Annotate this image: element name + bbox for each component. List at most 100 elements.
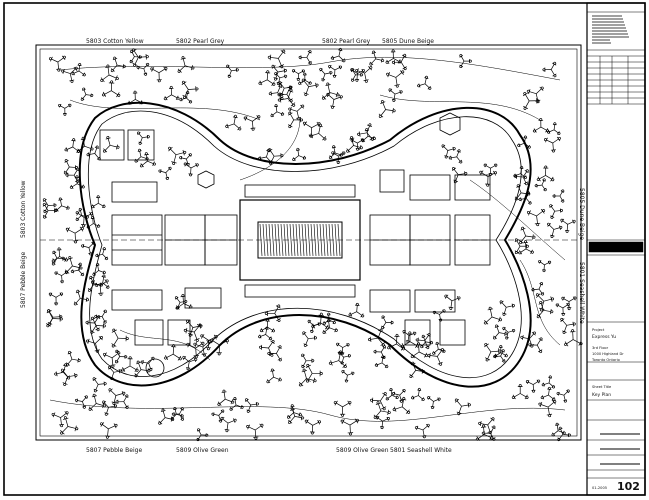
workstation-pod (375, 416, 390, 430)
workstation-pod (127, 90, 144, 105)
workstation-pod (370, 392, 388, 411)
workstation-pod (410, 342, 428, 359)
elevator-hatch (259, 223, 341, 257)
workstation-pod (288, 111, 303, 129)
workstation-pod (292, 69, 305, 81)
workstation-pod (74, 395, 88, 409)
tb-date: 01-2005 (592, 486, 608, 490)
workstation-pod (392, 389, 406, 403)
workstation-pod (386, 70, 405, 88)
workstation-pod (541, 375, 555, 389)
workstation-pod (73, 289, 89, 306)
room (111, 214, 163, 266)
workstation-pod (514, 169, 529, 186)
workstation-pod (538, 399, 557, 418)
workstation-pod (129, 49, 142, 64)
tb-sheet-title: Key Plan (592, 393, 612, 398)
workstation-pod (259, 318, 275, 333)
workstation-pod (168, 146, 187, 165)
workstation-pod (170, 407, 184, 420)
room (127, 129, 155, 161)
workstation-pod (91, 195, 106, 209)
workstation-pod (47, 309, 63, 326)
workstation-pod (441, 144, 456, 159)
workstation-pod (538, 260, 552, 273)
workstation-pod (417, 75, 432, 90)
workstation-pod (420, 334, 433, 349)
workstation-pod (81, 241, 95, 256)
drawing-frame (35, 44, 582, 441)
round-feature (145, 358, 165, 378)
workstation-pod (414, 423, 430, 439)
room (167, 319, 191, 346)
workstation-pod (183, 323, 202, 342)
workstation-pod (544, 136, 561, 153)
room (134, 319, 164, 346)
workstation-pod (75, 207, 89, 221)
room (409, 174, 451, 201)
sheet-number: 102 (617, 480, 640, 493)
workstation-pod (326, 92, 343, 109)
workstation-pod (86, 216, 101, 229)
workstation-pod (196, 428, 209, 442)
workstation-pod (369, 50, 385, 66)
top-label-4: 5805 Dune Beige (382, 38, 434, 45)
workstation-pod (361, 128, 376, 143)
workstation-pod (355, 66, 373, 83)
left-label-2: 5803 Cotton Yellow (20, 180, 27, 238)
workstation-pod (288, 104, 305, 121)
workstation-pod (557, 426, 571, 442)
workstation-pod (309, 123, 327, 141)
workstation-pod (330, 47, 346, 63)
workstation-pod (220, 416, 237, 433)
workstation-pod (70, 262, 85, 277)
workstation-pod (51, 247, 68, 263)
room-blocks (99, 112, 491, 378)
title-block-rows (587, 11, 645, 479)
workstation-pod (54, 197, 70, 212)
bottom-label-4: 5801 Seashell White (390, 447, 452, 454)
workstation-pod (60, 416, 79, 435)
tb-project-label: Project (592, 328, 605, 332)
workstation-pod (71, 63, 86, 77)
workstation-pod (298, 72, 312, 85)
workstation-pod (115, 394, 129, 409)
workstation-pod (158, 166, 172, 180)
workstation-pod (140, 356, 155, 372)
workstation-pod (271, 64, 287, 81)
workstation-pod (560, 317, 576, 334)
workstation-pod (65, 226, 84, 244)
cable-run (239, 117, 301, 181)
workstation-pod (350, 138, 365, 151)
workstation-pod (277, 88, 296, 107)
workstation-pod (121, 356, 139, 373)
workstation-pod (80, 87, 94, 101)
workstation-pod (388, 88, 403, 103)
workstation-pod (246, 423, 264, 440)
workstation-pod (513, 166, 527, 179)
workstation-pod (448, 149, 463, 164)
workstation-pod (54, 270, 69, 284)
workstation-pod (564, 329, 583, 347)
workstation-pod (311, 312, 330, 330)
workstation-pod (475, 424, 494, 441)
workstation-pod (258, 326, 273, 341)
workstation-pod (139, 152, 156, 168)
workstation-pod (111, 328, 129, 348)
workstation-pod (258, 70, 276, 86)
workstation-pod (302, 331, 317, 347)
workstation-pod (517, 135, 531, 149)
room (244, 184, 356, 198)
tb-address-2: 1000 Highland Dr (592, 352, 624, 356)
hex-feature (197, 170, 215, 189)
workstation-pod (94, 274, 110, 289)
workstation-clusters (42, 47, 583, 442)
workstation-pod (179, 153, 192, 167)
workstation-pod (259, 339, 275, 357)
workstation-pod (542, 61, 557, 78)
room (379, 169, 405, 193)
cable-run (69, 99, 261, 121)
workstation-pod (531, 282, 545, 296)
workstation-pod (298, 368, 317, 387)
